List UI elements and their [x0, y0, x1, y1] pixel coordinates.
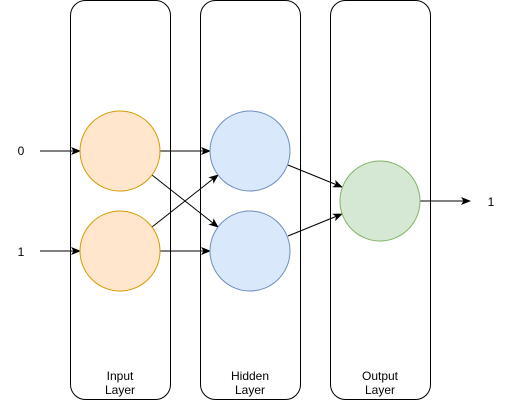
hidden-layer-container [200, 0, 301, 400]
output-layer-label-line2: Layer [365, 383, 395, 397]
input-value-1: 1 [18, 245, 25, 259]
edge-hid0-to-out [287, 164, 343, 188]
input-node-1 [79, 210, 161, 292]
hidden-layer-label-line1: Hidden [231, 369, 269, 383]
input-layer-label-line2: Layer [105, 383, 135, 397]
hidden-layer-label-line2: Layer [235, 383, 265, 397]
input-layer-container [70, 0, 171, 400]
output-layer-label-line1: Output [362, 369, 399, 383]
edge-hid1-to-out [287, 213, 343, 237]
input-value-0: 0 [18, 144, 25, 158]
output-node [339, 160, 421, 242]
input-node-0 [79, 110, 161, 192]
hidden-node-0 [209, 110, 291, 192]
output-value: 1 [488, 195, 495, 209]
output-layer-container [330, 0, 431, 400]
hidden-node-1 [209, 210, 291, 292]
edge-in1-to-hid0 [151, 174, 219, 228]
input-layer-label-line1: Input [107, 369, 134, 383]
